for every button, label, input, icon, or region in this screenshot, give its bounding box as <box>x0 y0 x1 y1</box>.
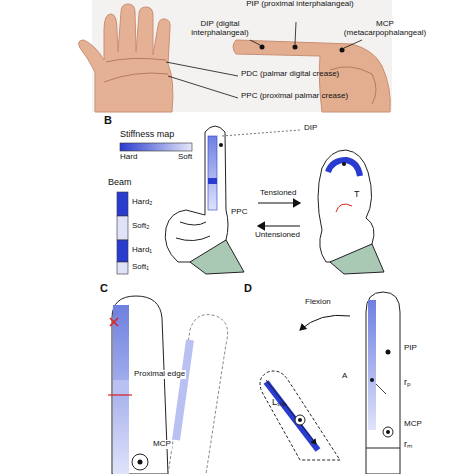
finger-d-flexed-part <box>260 371 340 460</box>
joint-label: MCP <box>404 420 422 429</box>
hand-tensioned-part <box>318 150 374 262</box>
radius-symbol: rₘ <box>404 440 412 450</box>
stiffness-map-bar-part <box>120 143 192 151</box>
hand-tensioned-part <box>328 160 360 176</box>
hand-untensioned-part <box>219 143 223 147</box>
crease-label: PPC <box>231 208 247 217</box>
beam-stiffness-strip-part <box>117 216 128 240</box>
leader-lines-part <box>295 22 296 44</box>
state-label: Tensioned <box>260 189 296 198</box>
finger-d-straight-part <box>366 292 400 474</box>
slip-symbol: Lₛₗᵢₚ <box>272 398 287 408</box>
finger-straight-part <box>138 460 143 465</box>
finger-d-straight-part <box>366 448 400 449</box>
point-label: A <box>342 372 347 381</box>
hand-untensioned-part <box>190 240 244 274</box>
part-label: Beam <box>108 178 132 188</box>
segment-label: Soft₁ <box>132 263 149 272</box>
joint-label: MCP <box>152 440 172 449</box>
finger-d-straight-part <box>386 430 390 434</box>
finger-d-straight-part <box>386 350 391 355</box>
leader-lines-part <box>250 40 260 45</box>
leader-lines-part <box>168 76 238 98</box>
stiffness-map-bar <box>120 143 192 151</box>
joint-label: PIP <box>404 344 417 353</box>
finger-d-flexed-part <box>266 382 318 450</box>
finger-d-flexed-part <box>295 415 305 425</box>
finger-flexed-outline-part <box>176 340 190 440</box>
radius-symbol: rₚ <box>404 378 411 388</box>
side-hand-photo <box>233 40 390 112</box>
side-hand-photo-part <box>340 48 345 53</box>
finger-d-straight <box>366 292 400 474</box>
panel-letter: B <box>104 114 112 126</box>
finger-flexed-outline <box>168 315 228 474</box>
side-hand-photo-part <box>233 40 390 112</box>
finger-d-flexed-part <box>376 384 386 394</box>
hand-untensioned-part <box>208 136 217 210</box>
hand-untensioned <box>165 126 300 274</box>
crease-label: PPC (proximal palmar crease) <box>241 92 348 101</box>
hand-untensioned-part <box>208 178 217 184</box>
hand-tensioned-part <box>330 244 384 274</box>
finger-flexed-outline-part <box>168 315 228 474</box>
tension-arrows-part <box>258 202 300 203</box>
joint-label: DIP (digital interphalangeal) <box>172 20 268 38</box>
leader-lines-part <box>344 40 362 48</box>
finger-straight-part <box>113 305 129 474</box>
beam-stiffness-strip-part <box>117 240 128 262</box>
hand-untensioned-part <box>222 130 300 136</box>
finger-d-flexed-part <box>298 418 302 422</box>
legend-end-label: Hard <box>120 153 137 162</box>
finger-straight-part <box>108 394 132 395</box>
finger-d-flexed-part <box>266 380 316 444</box>
panel-letter: C <box>100 282 108 294</box>
legend-title: Stiffness map <box>120 130 174 140</box>
side-hand-photo-part <box>293 45 298 50</box>
motion-label: Flexion <box>305 298 331 307</box>
tension-symbol: T <box>354 190 360 200</box>
state-label: Untensioned <box>255 231 300 240</box>
hand-tensioned-part <box>336 204 352 212</box>
segment-label: Hard₂ <box>132 198 152 207</box>
finger-straight-part <box>132 454 148 470</box>
tension-arrows-part <box>258 225 300 226</box>
finger-d-straight-part <box>383 427 393 437</box>
side-hand-photo-part <box>260 45 265 50</box>
leader-lines-part <box>166 62 238 76</box>
palm-photo <box>79 0 392 112</box>
segment-label: Soft₂ <box>132 222 149 231</box>
joint-label: MCP (metacarpophalangeal) <box>335 20 435 38</box>
joint-label: PIP (proximal interphalangeal) <box>245 0 355 9</box>
palm-photo-part <box>79 4 173 112</box>
joint-label: DIP <box>304 124 317 133</box>
tension-arrows <box>258 203 300 226</box>
legend-end-label: Soft <box>178 153 192 162</box>
hand-tensioned <box>318 150 384 274</box>
palm-photo-part <box>106 58 166 62</box>
finger-straight-part <box>113 380 129 394</box>
finger-straight-part <box>110 318 118 326</box>
palm-photo-part <box>104 73 168 82</box>
beam-stiffness-strip-part <box>117 262 128 274</box>
hand-untensioned-part <box>176 222 210 241</box>
hand-untensioned-part <box>165 126 228 262</box>
finger-d-flexed-part <box>300 315 350 330</box>
beam-stiffness-strip <box>117 192 128 274</box>
beam-stiffness-strip-part <box>117 192 128 216</box>
finger-d-flexed-part <box>370 378 374 382</box>
finger-d-straight-part <box>368 300 376 430</box>
panel-letter: D <box>244 282 252 294</box>
finger-d-flexed <box>260 315 386 460</box>
crease-label: PDC (palmar digital crease) <box>241 70 339 79</box>
segment-label: Hard₁ <box>132 246 152 255</box>
part-label: Proximal edge <box>133 370 186 379</box>
hand-tensioned-part <box>342 162 346 166</box>
